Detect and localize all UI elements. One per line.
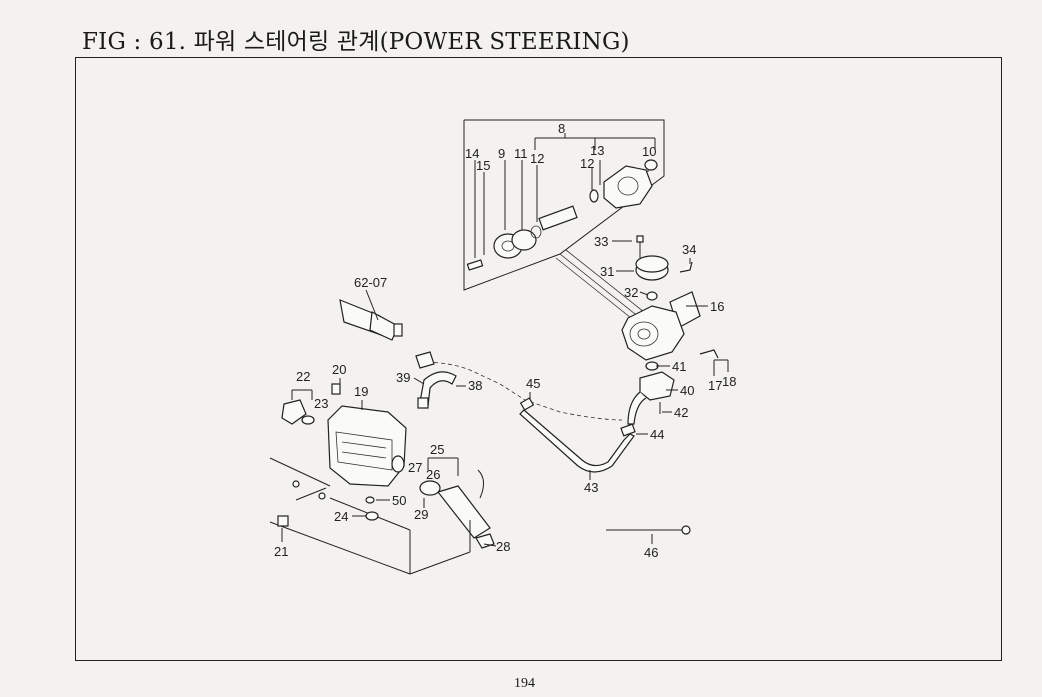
callout-62-07: 62-07 (354, 275, 387, 290)
callout-26: 26 (426, 467, 440, 482)
pipe-43 (519, 409, 635, 473)
callout-19: 19 (354, 384, 368, 399)
callout-28: 28 (496, 539, 510, 554)
callout-labels: 8 14 15 9 11 12 12 13 10 33 34 31 32 16 … (274, 121, 736, 560)
callout-41: 41 (672, 359, 686, 374)
callout-46: 46 (644, 545, 658, 560)
callout-23: 23 (314, 396, 328, 411)
callout-22: 22 (296, 369, 310, 384)
pump-inset (463, 119, 665, 323)
callout-25: 25 (430, 442, 444, 457)
callout-10: 10 (642, 144, 656, 159)
callout-15: 15 (476, 158, 490, 173)
callout-50: 50 (392, 493, 406, 508)
callout-20: 20 (332, 362, 346, 377)
oil-tank (327, 383, 407, 487)
callout-12-b: 12 (580, 156, 594, 171)
page-number: 194 (514, 676, 535, 691)
callout-9: 9 (498, 146, 505, 161)
callout-27: 27 (408, 460, 422, 475)
callout-13: 13 (590, 143, 604, 158)
callout-8: 8 (558, 121, 565, 136)
callout-21: 21 (274, 544, 288, 559)
callout-29: 29 (414, 507, 428, 522)
callout-40: 40 (680, 383, 694, 398)
callout-14: 14 (465, 146, 479, 161)
callout-39: 39 (396, 370, 410, 385)
callout-42: 42 (674, 405, 688, 420)
callout-18: 18 (722, 374, 736, 389)
callout-45: 45 (526, 376, 540, 391)
callout-11: 11 (514, 146, 528, 161)
callout-43: 43 (584, 480, 598, 495)
frame-base (269, 457, 484, 575)
callout-32: 32 (624, 285, 638, 300)
diagram-frame (75, 57, 1002, 661)
page-title: FIG : 61. 파워 스테어링 관계(POWER STEERING) (82, 29, 630, 55)
callout-17: 17 (708, 378, 722, 393)
callout-38: 38 (468, 378, 482, 393)
callout-33: 33 (594, 234, 608, 249)
callout-44: 44 (650, 427, 664, 442)
leader-lines (281, 240, 729, 547)
callout-31: 31 (600, 264, 614, 279)
pump-assembly (620, 235, 719, 437)
callout-34: 34 (682, 242, 696, 257)
callout-24: 24 (334, 509, 348, 524)
callout-12-a: 12 (530, 151, 544, 166)
hose-62-07 (339, 299, 435, 369)
callout-16: 16 (710, 299, 724, 314)
